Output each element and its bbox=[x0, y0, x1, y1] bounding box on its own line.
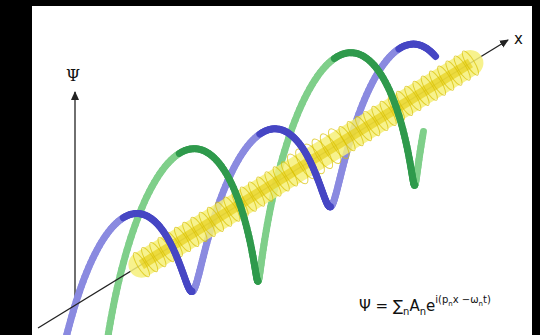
tube-ring bbox=[451, 54, 472, 82]
tube-ring bbox=[435, 64, 456, 92]
particle-tube bbox=[141, 63, 470, 265]
formula-part: n bbox=[479, 300, 483, 308]
wave-ribbon bbox=[187, 287, 195, 295]
tube-ring bbox=[246, 180, 267, 208]
tube-ring bbox=[164, 230, 185, 258]
tube-ring bbox=[361, 109, 382, 137]
tube-ring bbox=[308, 136, 336, 171]
formula-part: n bbox=[448, 300, 452, 308]
tube-ring bbox=[139, 246, 160, 274]
tube-ring bbox=[292, 146, 320, 181]
tube-ring bbox=[345, 120, 366, 148]
tube-ring bbox=[317, 131, 345, 166]
wave-ribbon bbox=[419, 132, 427, 137]
tube-ring bbox=[300, 141, 328, 176]
particle-core bbox=[141, 63, 470, 265]
tube-ring bbox=[284, 151, 312, 186]
tube-ring bbox=[460, 49, 481, 77]
formula-part: x −ω bbox=[453, 294, 479, 305]
tube-ring bbox=[262, 170, 283, 198]
formula: Ψ = ∑nAnei(pnx −ωnt) bbox=[356, 292, 494, 319]
tube-ring bbox=[353, 115, 374, 143]
tube-ring bbox=[270, 165, 291, 193]
wave-ribbon bbox=[254, 278, 261, 285]
panel-ground bbox=[32, 6, 532, 335]
wave-ribbon bbox=[434, 54, 436, 56]
wave-ribbon bbox=[325, 202, 333, 210]
tube-ring bbox=[402, 84, 423, 112]
tube-ring bbox=[131, 251, 152, 279]
formula-part: n bbox=[420, 306, 426, 317]
formula-part: Ψ = ∑ bbox=[359, 297, 403, 315]
formula-part: t) bbox=[483, 294, 491, 305]
tube-ring bbox=[427, 69, 448, 97]
tube-ring bbox=[369, 104, 390, 132]
formula-part: i(p bbox=[435, 294, 448, 305]
tube-ring bbox=[377, 99, 398, 127]
tube-ring bbox=[410, 79, 431, 107]
tube-ring bbox=[419, 74, 440, 102]
tube-ring bbox=[205, 205, 226, 233]
tube-ring bbox=[279, 160, 300, 188]
axis-label: Ψ bbox=[66, 66, 80, 85]
tube-ring bbox=[443, 59, 464, 87]
formula-part: A bbox=[409, 297, 419, 315]
x-axis bbox=[38, 40, 508, 328]
wave-ribbon bbox=[411, 182, 418, 189]
wave-ribbon bbox=[410, 180, 417, 188]
wave-ribbon bbox=[410, 181, 417, 189]
wave-ribbon bbox=[187, 288, 195, 295]
tube-ring bbox=[147, 241, 168, 269]
tube-ring bbox=[221, 195, 242, 223]
formula-part: e bbox=[426, 297, 435, 315]
wave-ribbon bbox=[411, 181, 418, 188]
tube-ring bbox=[180, 220, 201, 248]
wave-ribbon bbox=[254, 277, 261, 284]
wave-ribbon bbox=[324, 201, 332, 209]
wave-ribbon bbox=[325, 203, 333, 210]
axis-label: x bbox=[514, 30, 523, 48]
psi-axis bbox=[74, 92, 75, 300]
tube-ring bbox=[213, 200, 234, 228]
wave-ribbon bbox=[254, 276, 261, 284]
tube-ring bbox=[254, 175, 275, 203]
tube-ring bbox=[229, 190, 250, 218]
tube-ring bbox=[386, 94, 407, 122]
tube-ring bbox=[188, 215, 209, 243]
wave-ribbon bbox=[326, 203, 334, 210]
tube-ring bbox=[155, 235, 176, 263]
tube-ring bbox=[325, 126, 353, 161]
formula-part: n bbox=[403, 306, 409, 317]
tube-ring bbox=[196, 210, 217, 238]
tube-ring bbox=[336, 125, 357, 153]
wave-ribbon bbox=[326, 203, 334, 210]
wave-ribbon bbox=[186, 286, 194, 294]
wave-ribbon bbox=[188, 288, 196, 295]
